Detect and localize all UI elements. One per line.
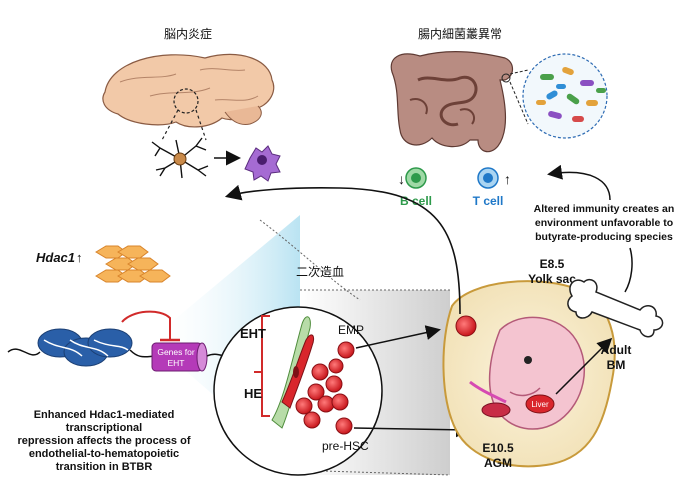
hdac1-repression-note: Enhanced Hdac1-mediated transcriptional …: [17, 409, 190, 473]
chromatin-icon: [7, 328, 159, 367]
agm-stage: E10.5: [482, 441, 514, 455]
microglia-icon: [151, 137, 209, 179]
brain-illustration: [102, 53, 275, 141]
emp-label: EMP: [338, 323, 364, 337]
gut-illustration: [390, 50, 514, 153]
pre-hsc-label: pre-HSC: [322, 439, 369, 453]
embryo-yolk-sac-illustration: [442, 280, 616, 468]
blood-cell-cluster: [295, 341, 355, 435]
pre-hsc-arrow: [353, 422, 471, 438]
adult-bm-line2: BM: [607, 358, 626, 372]
agm-region: [481, 402, 511, 418]
yolk-sac-stage: E8.5: [540, 257, 565, 271]
liver-label: Liver: [531, 400, 549, 409]
agm-label: AGM: [484, 456, 512, 470]
yolk-to-brain-arrow: [224, 184, 461, 315]
svg-text:Genes for: Genes for: [157, 347, 194, 357]
bone-icon: [567, 278, 664, 338]
svg-text:Enhanced Hdac1-mediated: Enhanced Hdac1-mediated: [34, 409, 175, 421]
pre-hsc-cell-icon: [335, 417, 353, 435]
liver-icon: [525, 394, 555, 414]
eht-bracket: [261, 315, 270, 417]
liver-to-bm-arrow: [555, 337, 613, 395]
hdac1-arrow: ↑: [76, 250, 83, 265]
genes-for-eht-box: Genes for EHT: [151, 342, 208, 372]
immunity-note: Altered immunity creates an environment …: [534, 203, 675, 243]
hemogenic-endothelium-icon: [271, 316, 315, 429]
hdac1-label: Hdac1: [36, 250, 75, 265]
brain-title: 脳内炎症: [164, 26, 212, 41]
svg-text:repression affects the process: repression affects the process of: [17, 435, 190, 447]
svg-text:Altered immunity creates an: Altered immunity creates an: [534, 203, 675, 215]
svg-text:environment unfavorable to: environment unfavorable to: [535, 217, 673, 229]
svg-text:endothelial-to-hematopoietic: endothelial-to-hematopoietic: [29, 448, 179, 460]
svg-text:transcriptional: transcriptional: [66, 422, 142, 434]
bone-to-note-line: [624, 247, 633, 293]
immunity-to-cells-arrow: [547, 164, 611, 201]
yolk-sac-cell-icon: [455, 315, 477, 337]
b-cell-arrow: ↓: [398, 171, 405, 187]
activated-microglia-icon: [244, 145, 281, 182]
emp-arrow: [355, 325, 441, 349]
t-cell-label: T cell: [473, 194, 504, 208]
hdac1-complex-icon: [95, 245, 171, 283]
yolk-sac-label: Yolk sac: [528, 272, 576, 286]
b-cell-label: B cell: [400, 194, 432, 208]
eht-label: EHT: [240, 326, 266, 341]
gut-title: 腸内細菌叢異常: [418, 27, 502, 41]
svg-text:butyrate-producing species: butyrate-producing species: [535, 231, 673, 243]
emp-cell-icon: [337, 341, 355, 359]
bacteria-icon: [522, 53, 608, 139]
svg-text:EHT: EHT: [168, 358, 185, 368]
t-cell-arrow: ↑: [504, 171, 511, 187]
he-label: HE: [244, 386, 262, 401]
svg-text:transition in BTBR: transition in BTBR: [56, 461, 153, 473]
hematopoiesis-title: 二次造血: [296, 265, 344, 279]
inhibition-line: [121, 310, 171, 340]
